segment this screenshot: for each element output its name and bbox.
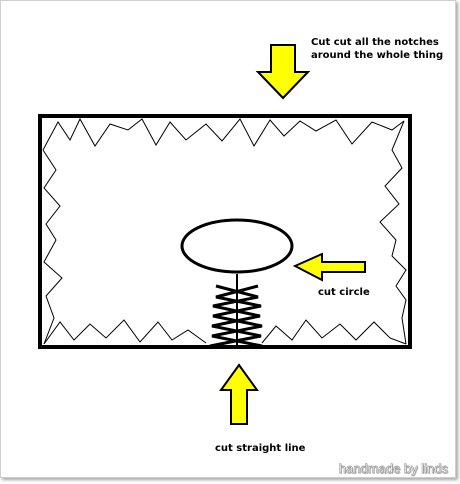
notched-edge-left (42, 149, 63, 345)
watermark: handmade by linds (338, 461, 449, 476)
arrow-up-icon (219, 363, 259, 425)
circle-cutout (180, 218, 294, 274)
notched-edge-right (379, 120, 407, 345)
straight-line-instruction: cut straight line (215, 443, 306, 454)
circle-instruction: cut circle (318, 287, 370, 298)
zigzag-cut-line-2 (211, 284, 263, 348)
paper-outline (38, 114, 412, 349)
arrow-left-icon (292, 252, 366, 282)
notched-edge-bottom-right (261, 319, 407, 345)
notches-instruction: Cut cut all the notches around the whole… (311, 37, 444, 61)
zigzag-cut-line (209, 284, 262, 348)
notched-edge (42, 117, 405, 151)
arrow-down-icon (255, 44, 311, 100)
notched-edge-bottom (43, 319, 207, 345)
